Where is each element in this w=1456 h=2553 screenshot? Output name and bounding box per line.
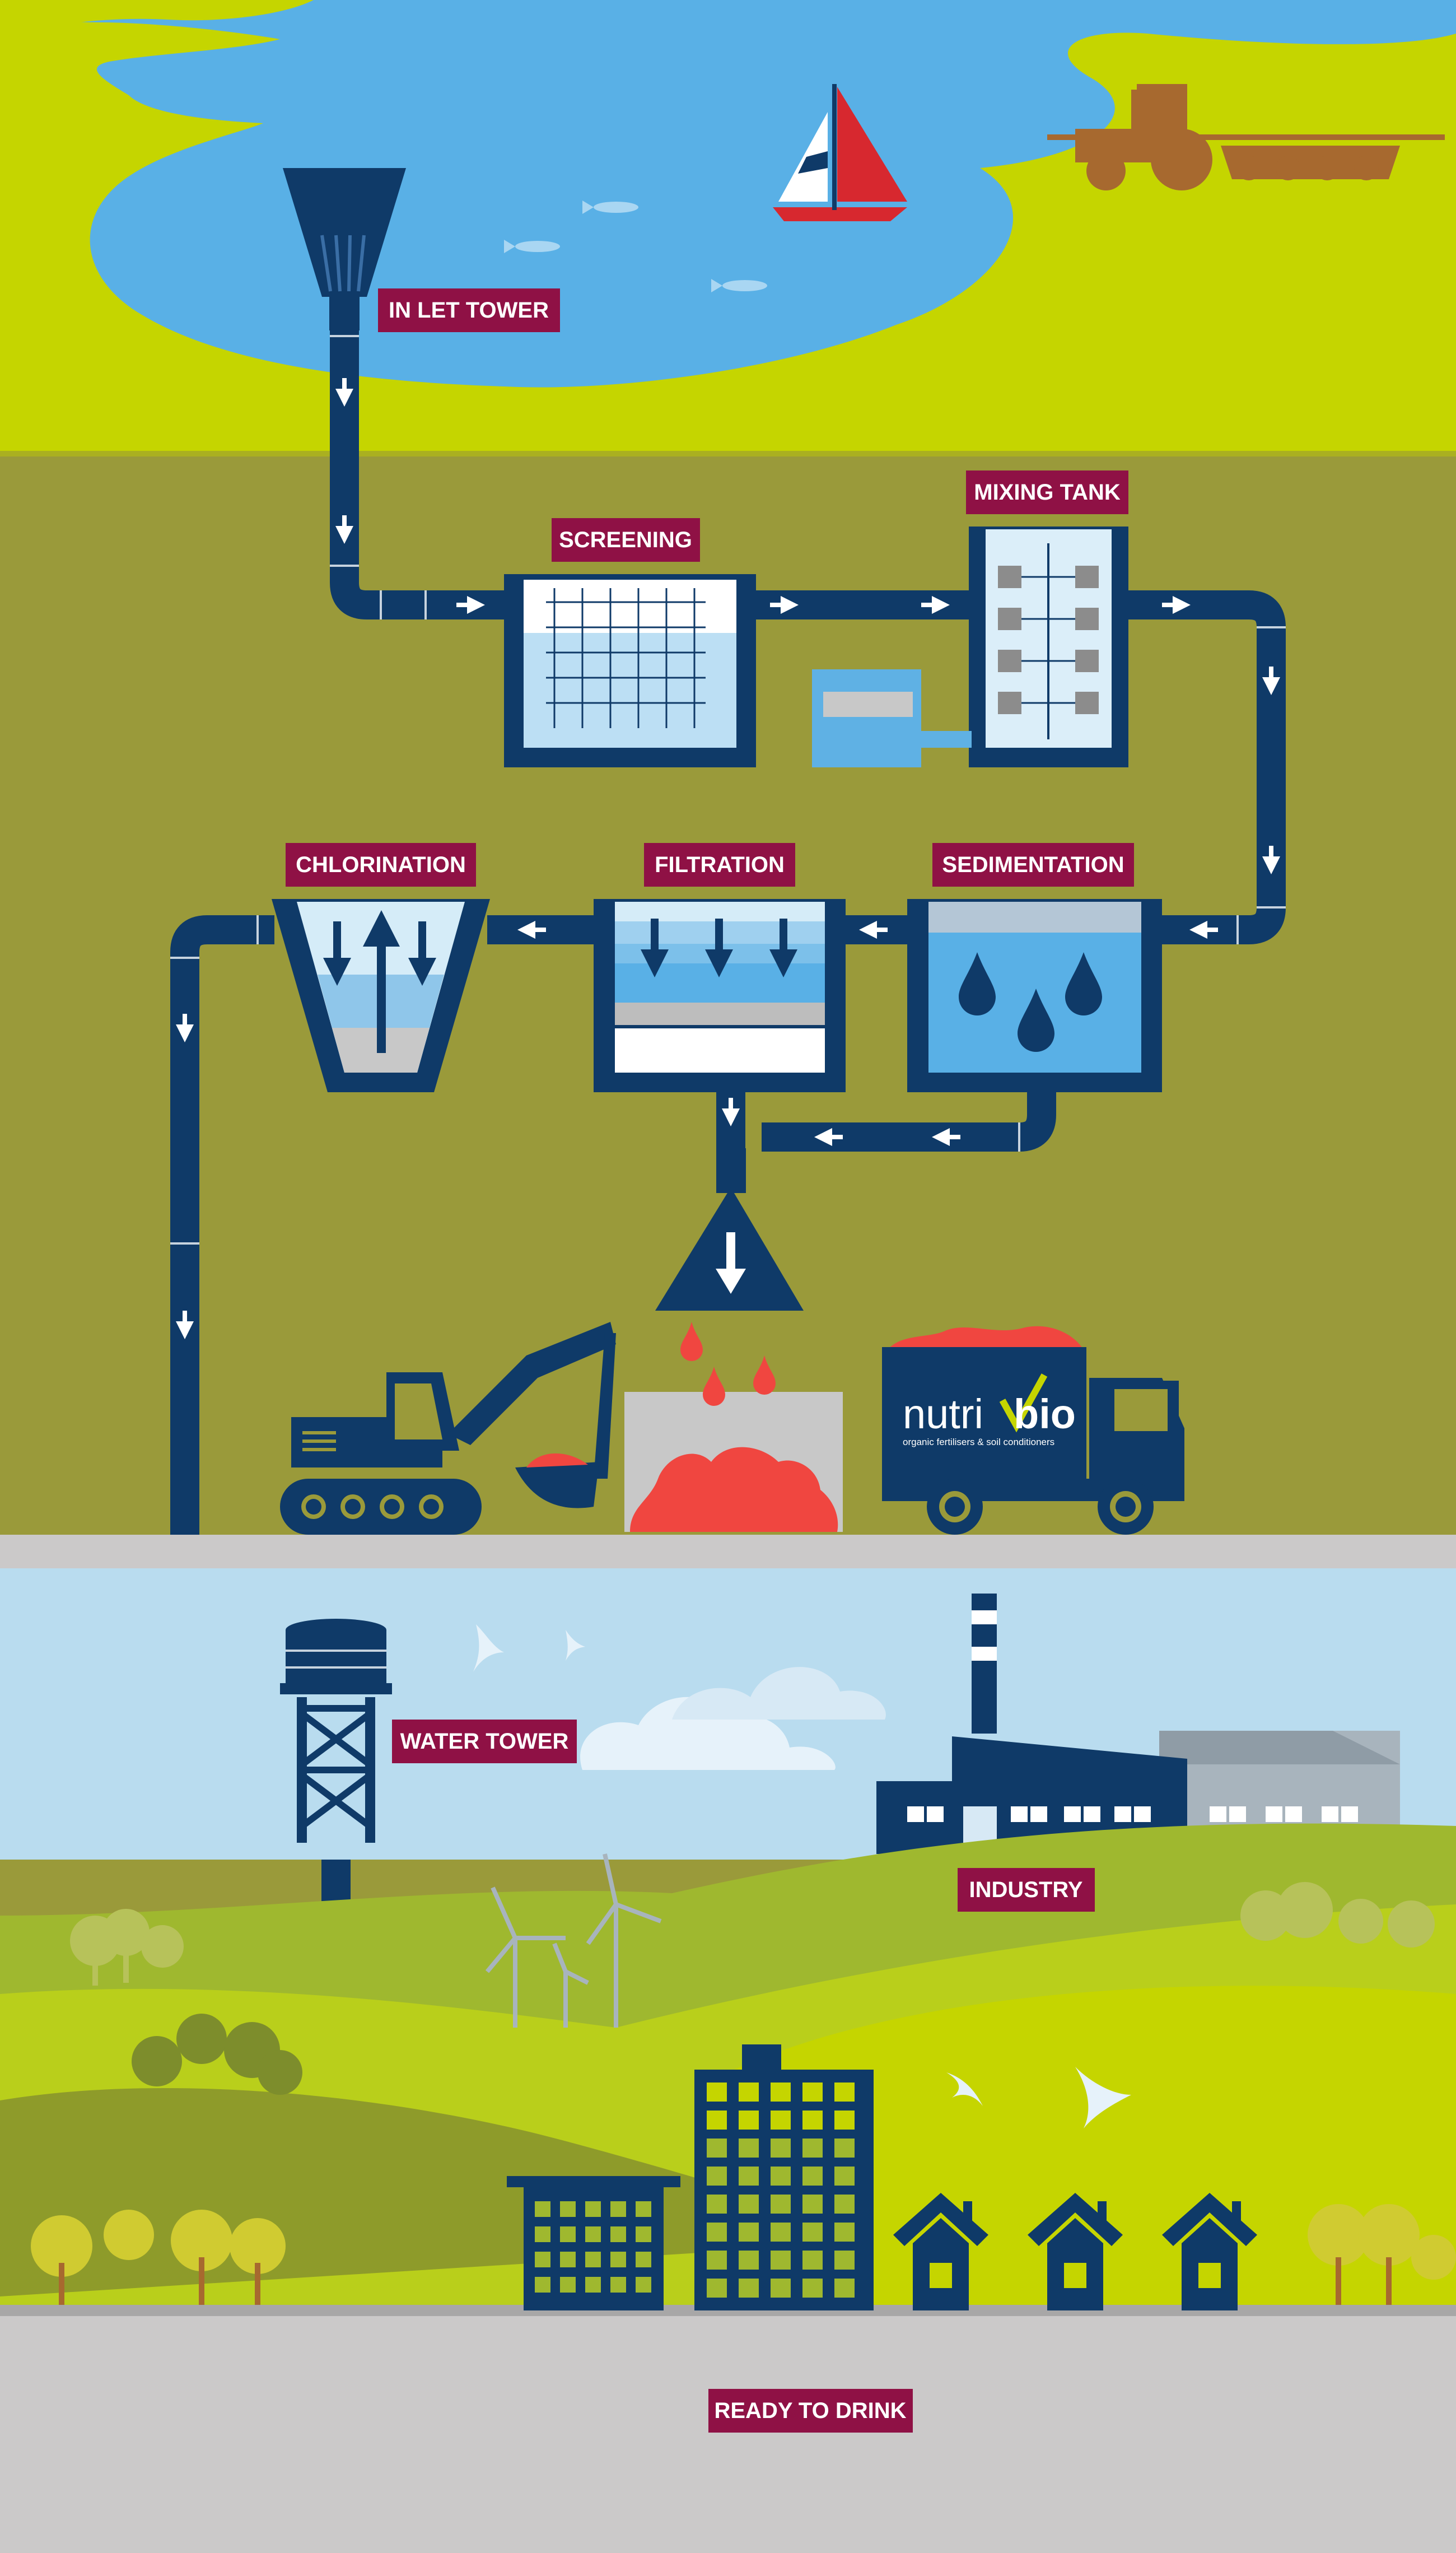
- excavator-icon: [280, 1322, 616, 1535]
- label-water-tower-text: WATER TOWER: [400, 1729, 569, 1754]
- logo-tagline: organic fertilisers & soil conditioners: [903, 1437, 1054, 1447]
- tree-icons: [31, 1882, 1456, 2308]
- water-tower: [280, 1619, 392, 1843]
- screening-tank: [504, 574, 756, 767]
- industry-building: [876, 1594, 1400, 1854]
- sailboat-icon: [773, 84, 907, 221]
- label-screening: SCREENING: [552, 518, 700, 562]
- label-mixing-tank: MIXING TANK: [966, 470, 1128, 514]
- label-ready-to-drink: READY TO DRINK: [708, 2389, 913, 2433]
- label-sedimentation: SEDIMENTATION: [932, 843, 1134, 887]
- sludge-drops: [680, 1322, 776, 1406]
- label-filtration: FILTRATION: [644, 843, 795, 887]
- mixing-tank: [812, 527, 1128, 767]
- house-2: [1028, 2193, 1123, 2310]
- wind-turbine-icons: [485, 1853, 662, 2028]
- label-industry: INDUSTRY: [958, 1868, 1095, 1912]
- nutribio-logo: nutri bio organic fertilisers & soil con…: [903, 1373, 1076, 1447]
- house-icons: [893, 2193, 1257, 2310]
- office-tower: [694, 2044, 874, 2310]
- label-water-tower: WATER TOWER: [392, 1720, 577, 1763]
- pipe-mixing-to-sedimentation: [1126, 590, 1286, 944]
- label-inlet-tower-text: IN LET TOWER: [389, 298, 549, 323]
- label-mixing-tank-text: MIXING TANK: [974, 480, 1121, 505]
- sludge-pit: [624, 1322, 843, 1532]
- water-drop-icons: [959, 952, 1102, 1052]
- label-ready-to-drink-text: READY TO DRINK: [714, 2398, 906, 2423]
- stage-labels: IN LET TOWER SCREENING MIXING TANK CHLOR…: [286, 288, 1134, 2433]
- house-1: [893, 2193, 988, 2310]
- inlet-tower: [283, 168, 406, 330]
- label-chlorination: CHLORINATION: [286, 843, 476, 887]
- logo-brand-b: bio: [1014, 1391, 1076, 1437]
- sedimentation-tank: [907, 899, 1162, 1092]
- apartment-building: [507, 2176, 680, 2310]
- screening-grid: [546, 588, 706, 728]
- lake-inlet: [0, 0, 314, 34]
- cloud-icons: [580, 1667, 886, 1770]
- house-3: [1162, 2193, 1257, 2310]
- label-sedimentation-text: SEDIMENTATION: [942, 852, 1124, 877]
- nutribio-truck-icon: nutri bio organic fertilisers & soil con…: [882, 1326, 1184, 1535]
- label-filtration-text: FILTRATION: [655, 852, 785, 877]
- chlorination-tank: [272, 899, 490, 1092]
- mixing-motor: [812, 669, 972, 767]
- filtration-tank: [594, 899, 846, 1092]
- bird-icons: [473, 1624, 585, 1672]
- label-screening-text: SCREENING: [559, 528, 692, 552]
- grass-edge: [0, 426, 1456, 454]
- label-inlet-tower: IN LET TOWER: [378, 288, 560, 332]
- sludge-hopper: [655, 1148, 804, 1311]
- logo-brand-a: nutri: [903, 1391, 983, 1437]
- pipe-inlet-to-screening: [330, 314, 515, 619]
- fish-icons: [504, 201, 767, 292]
- top-landscape: [0, 0, 1456, 456]
- city-bird-icons: [946, 2067, 1131, 2128]
- label-chlorination-text: CHLORINATION: [296, 852, 466, 877]
- tractor-icon: [1047, 84, 1445, 190]
- label-industry-text: INDUSTRY: [969, 1878, 1083, 1902]
- road-strip: [0, 1535, 1456, 1568]
